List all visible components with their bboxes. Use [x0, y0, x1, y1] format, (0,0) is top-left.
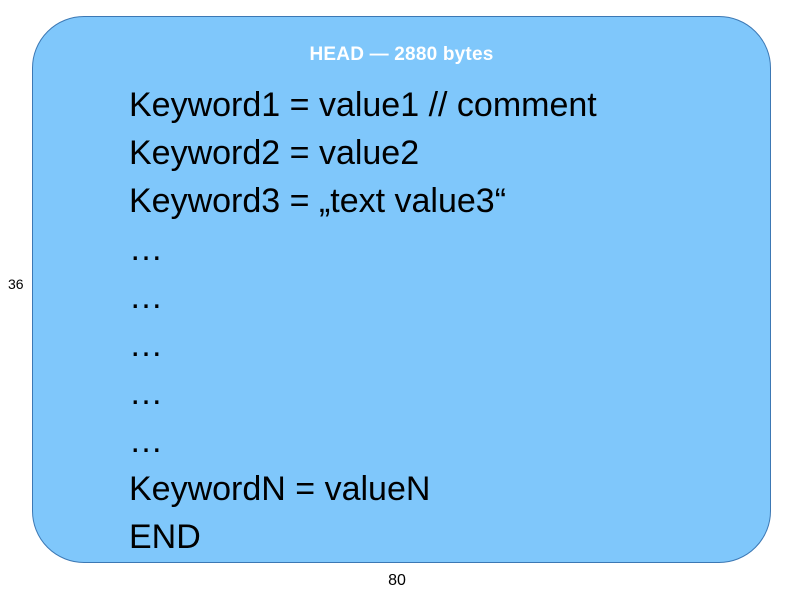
- page-number-label: 80: [388, 572, 406, 589]
- config-listing: Keyword1 = value1 // comment Keyword2 = …: [129, 81, 749, 561]
- config-line: …: [129, 422, 163, 460]
- content-panel: HEAD — 2880 bytes Keyword1 = value1 // c…: [32, 16, 771, 563]
- panel-title: HEAD — 2880 bytes: [309, 44, 494, 65]
- config-line: …: [129, 326, 163, 364]
- config-line: Keyword3 = „text value3“: [129, 182, 507, 220]
- config-line: …: [129, 278, 163, 316]
- config-line: Keyword2 = value2: [129, 134, 420, 172]
- config-line: …: [129, 230, 163, 268]
- slide-number-label: 36: [8, 276, 24, 292]
- config-line: Keyword1 = value1 // comment: [129, 86, 597, 124]
- config-line: END: [129, 518, 201, 556]
- config-line: …: [129, 374, 163, 412]
- config-line: KeywordN = valueN: [129, 470, 431, 508]
